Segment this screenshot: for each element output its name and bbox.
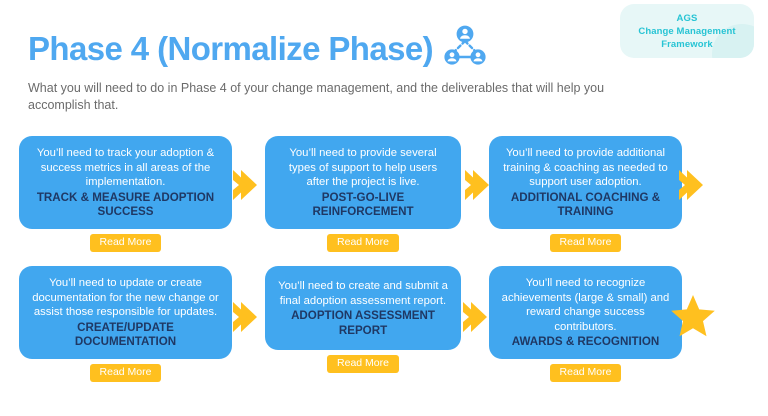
card-cell-4: You’ll need to update or create document…: [19, 266, 249, 382]
read-more-button[interactable]: Read More: [89, 233, 162, 252]
team-network-icon: [441, 24, 489, 73]
card-cell-6: You’ll need to recognize achievements (l…: [489, 266, 719, 382]
phase-card[interactable]: You’ll need to provide additional traini…: [489, 136, 682, 229]
chevron-right-icon: [232, 164, 258, 206]
chevron-right-icon: [464, 164, 490, 206]
read-more-button[interactable]: Read More: [327, 355, 399, 373]
title-row: Phase 4 (Normalize Phase): [28, 24, 489, 73]
read-more-wrap: Read More: [489, 363, 682, 382]
read-more-button[interactable]: Read More: [549, 363, 622, 382]
card-cell-3: You’ll need to provide additional traini…: [489, 136, 719, 252]
card-body-text: You’ll need to recognize achievements (l…: [501, 277, 670, 333]
card-cell-2: You’ll need to provide several types of …: [265, 136, 495, 252]
card-title-text: TRACK & MEASURE ADOPTION SUCCESS: [36, 190, 215, 219]
read-more-button[interactable]: Read More: [327, 233, 399, 252]
read-more-button[interactable]: Read More: [89, 363, 162, 382]
brand-line-3: Framework: [661, 38, 713, 50]
read-more-wrap: Read More: [265, 233, 461, 252]
phase-card[interactable]: You’ll need to track your adoption & suc…: [19, 136, 232, 229]
phase-card[interactable]: You’ll need to update or create document…: [19, 266, 232, 359]
card-body-text: You’ll need to provide additional traini…: [503, 147, 668, 188]
card-body-text: You’ll need to create and submit a final…: [278, 280, 448, 307]
phase-card[interactable]: You’ll need to recognize achievements (l…: [489, 266, 682, 359]
read-more-wrap: Read More: [265, 355, 461, 373]
card-row-1: You’ll need to track your adoption & suc…: [0, 136, 768, 266]
card-title-text: CREATE/UPDATE DOCUMENTATION: [74, 320, 177, 349]
read-more-wrap: Read More: [19, 363, 232, 382]
phase-card-grid: You’ll need to track your adoption & suc…: [0, 136, 768, 396]
page-subtitle: What you will need to do in Phase 4 of y…: [28, 81, 605, 112]
card-title-text: POST-GO-LIVE REINFORCEMENT: [312, 190, 414, 219]
phase-card[interactable]: You’ll need to provide several types of …: [265, 136, 461, 229]
card-title-text: ADDITIONAL COACHING & TRAINING: [510, 190, 661, 219]
brand-badge: AGS Change Management Framework: [620, 4, 754, 58]
star-icon: [670, 293, 716, 339]
card-cell-1: You’ll need to track your adoption & suc…: [19, 136, 249, 252]
chevron-right-icon: [678, 164, 704, 206]
card-cell-5: You’ll need to create and submit a final…: [265, 266, 495, 373]
chevron-right-icon: [462, 296, 488, 338]
chevron-right-icon: [232, 296, 258, 338]
brand-line-1: AGS: [676, 12, 698, 24]
card-body-text: You’ll need to provide several types of …: [288, 147, 438, 188]
phase-card[interactable]: You’ll need to create and submit a final…: [265, 266, 461, 350]
card-title-text: ADOPTION ASSESSMENT REPORT: [291, 309, 435, 337]
read-more-wrap: Read More: [489, 233, 682, 252]
read-more-wrap: Read More: [19, 233, 232, 252]
card-title-text: AWARDS & RECOGNITION: [511, 335, 660, 348]
card-row-2: You’ll need to update or create document…: [0, 266, 768, 396]
read-more-button[interactable]: Read More: [549, 233, 622, 252]
page-header: AGS Change Management Framework Phase 4 …: [0, 0, 768, 130]
page-title: Phase 4 (Normalize Phase): [28, 29, 434, 67]
card-body-text: You’ll need to track your adoption & suc…: [36, 147, 215, 188]
brand-line-2: Change Management: [638, 25, 736, 37]
card-body-text: You’ll need to update or create document…: [32, 277, 219, 318]
brand-badge-text: AGS Change Management Framework: [638, 12, 735, 51]
